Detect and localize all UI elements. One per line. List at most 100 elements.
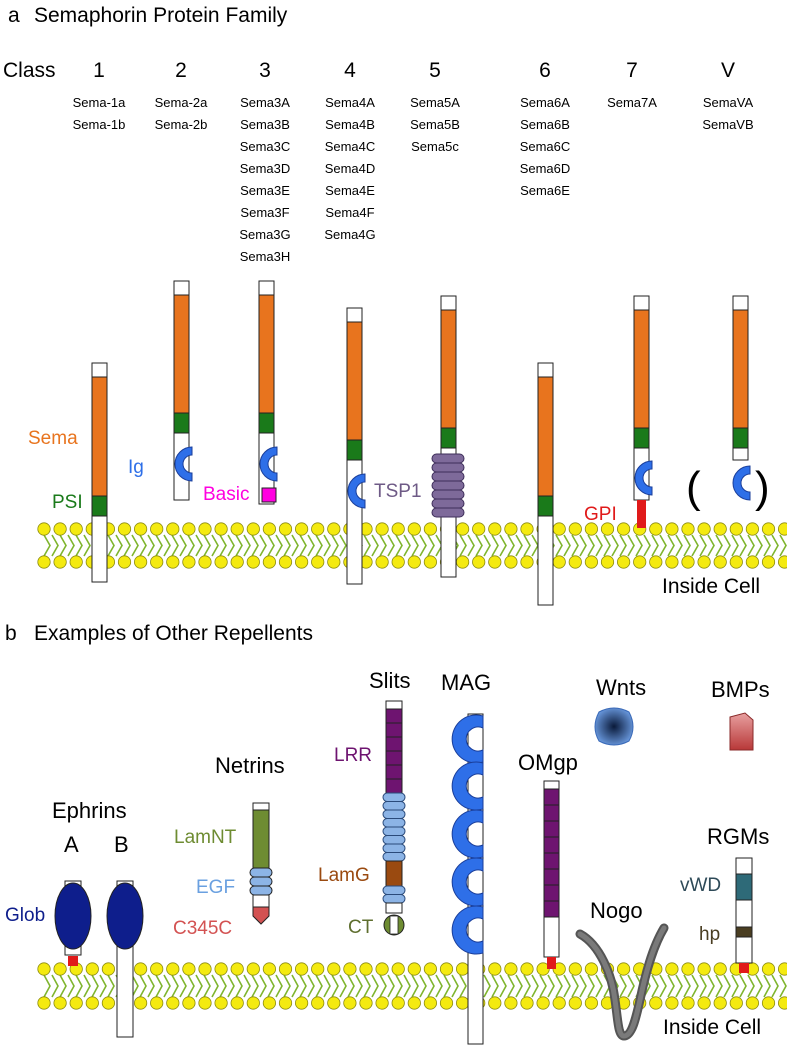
lipid-head (761, 555, 776, 569)
lipid-tail (531, 974, 539, 998)
lipid-head (455, 962, 470, 976)
lipid-tail (331, 974, 339, 998)
lipid-tail (339, 534, 347, 557)
lamnt-domain-label: LamNT (174, 827, 237, 848)
netrin-egf-2 (249, 876, 273, 887)
lipid-head (681, 962, 695, 976)
omgp-label: OMgp (518, 750, 578, 775)
lipid-tail (203, 534, 211, 557)
lipid-head (117, 522, 132, 536)
ig-domain (634, 460, 653, 496)
tsp1-repeat (431, 480, 465, 491)
omgp-lrr-repeat (543, 868, 560, 886)
lipid-tail (723, 974, 731, 998)
lipid-head (262, 962, 276, 976)
mag-ig-domain-3 (451, 809, 484, 859)
lipid-head (37, 996, 51, 1010)
member-label: Sema5A (410, 95, 460, 110)
lipid-head (633, 555, 647, 569)
class-number-2: 2 (175, 59, 187, 82)
member-label: Sema4C (325, 139, 376, 154)
psi-domain (732, 427, 749, 449)
class-number-7: 7 (626, 59, 638, 82)
member-label: Sema-2a (155, 95, 209, 110)
lipid-tail (699, 534, 707, 557)
slit-egf-repeat (382, 801, 406, 811)
slit-egf-repeat (382, 885, 406, 895)
lipid-tail (91, 974, 99, 998)
lipid-tail (643, 534, 651, 557)
member-label: Sema3E (240, 183, 290, 198)
netrin-lamnt-domain (252, 809, 270, 869)
lipid-head (246, 522, 260, 536)
lipid-tail (491, 534, 499, 557)
lipid-tail (739, 974, 747, 998)
lipid-head (439, 962, 454, 976)
lipid-tail (259, 534, 267, 557)
member-label: Sema3F (240, 205, 289, 220)
lipid-tail (363, 974, 371, 998)
lipid-head (649, 555, 663, 569)
class-columns: 1Sema-1aSema-1b2Sema-2aSema-2b3Sema3ASem… (73, 59, 754, 264)
slit-ct-inner (389, 915, 399, 935)
lipid-tail (115, 534, 123, 557)
lipid-head (681, 522, 695, 536)
lipid-head (278, 522, 293, 536)
lipid-tail (187, 534, 195, 557)
lipid-head (568, 962, 582, 976)
ephrin-a-label: A (64, 832, 79, 857)
lipid-tail (43, 974, 51, 998)
lipid-tail (539, 974, 547, 998)
lipid-head (375, 962, 389, 976)
lipid-tail (75, 974, 83, 998)
lipid-head (761, 996, 776, 1010)
lipid-tail (155, 534, 163, 557)
sema-domain (173, 294, 190, 414)
slit-egf-repeat (382, 835, 406, 845)
lipid-head (278, 962, 293, 976)
lipid-head (391, 962, 405, 976)
lipid-head (665, 996, 679, 1010)
lipid-tail (771, 974, 779, 998)
lipid-tail (179, 974, 187, 998)
member-label: Sema3D (240, 161, 291, 176)
lipid-head (294, 522, 309, 536)
cell-membrane-a (37, 522, 787, 569)
lipid-tail (675, 534, 683, 557)
member-label: Sema4B (325, 117, 375, 132)
member-label: Sema4F (325, 205, 374, 220)
psi-domain (258, 412, 275, 434)
lipid-tail (235, 974, 243, 998)
lipid-head (69, 522, 83, 536)
lipid-head (665, 962, 679, 976)
lipid-head (488, 522, 502, 536)
lipid-tail (155, 974, 163, 998)
lipid-head (697, 555, 711, 569)
lipid-head (729, 996, 743, 1010)
sema-n-terminus (258, 280, 275, 296)
lipid-head (53, 555, 67, 569)
lipid-head (294, 996, 309, 1010)
lipid-head (198, 522, 212, 536)
lipid-tail (59, 974, 67, 998)
lipid-tail (683, 534, 691, 557)
lipid-head (262, 996, 276, 1010)
ig-domain (347, 473, 366, 509)
sema-domain (440, 309, 457, 429)
lipid-tail (243, 534, 251, 557)
sema-n-terminus (537, 362, 554, 378)
lipid-tail (507, 534, 515, 557)
lipid-tail (219, 974, 227, 998)
lipid-tail (667, 974, 675, 998)
lipid-tail (707, 974, 715, 998)
lipid-tail (299, 534, 307, 557)
lipid-head (150, 555, 164, 569)
lipid-tail (627, 534, 635, 557)
lipid-tail (755, 974, 763, 998)
lipid-head (375, 555, 389, 569)
lipid-head (182, 555, 196, 569)
lipid-tail (267, 974, 275, 998)
lipid-tail (755, 534, 763, 557)
lipid-head (327, 996, 341, 1010)
omgp-lrr-repeat (543, 836, 560, 854)
